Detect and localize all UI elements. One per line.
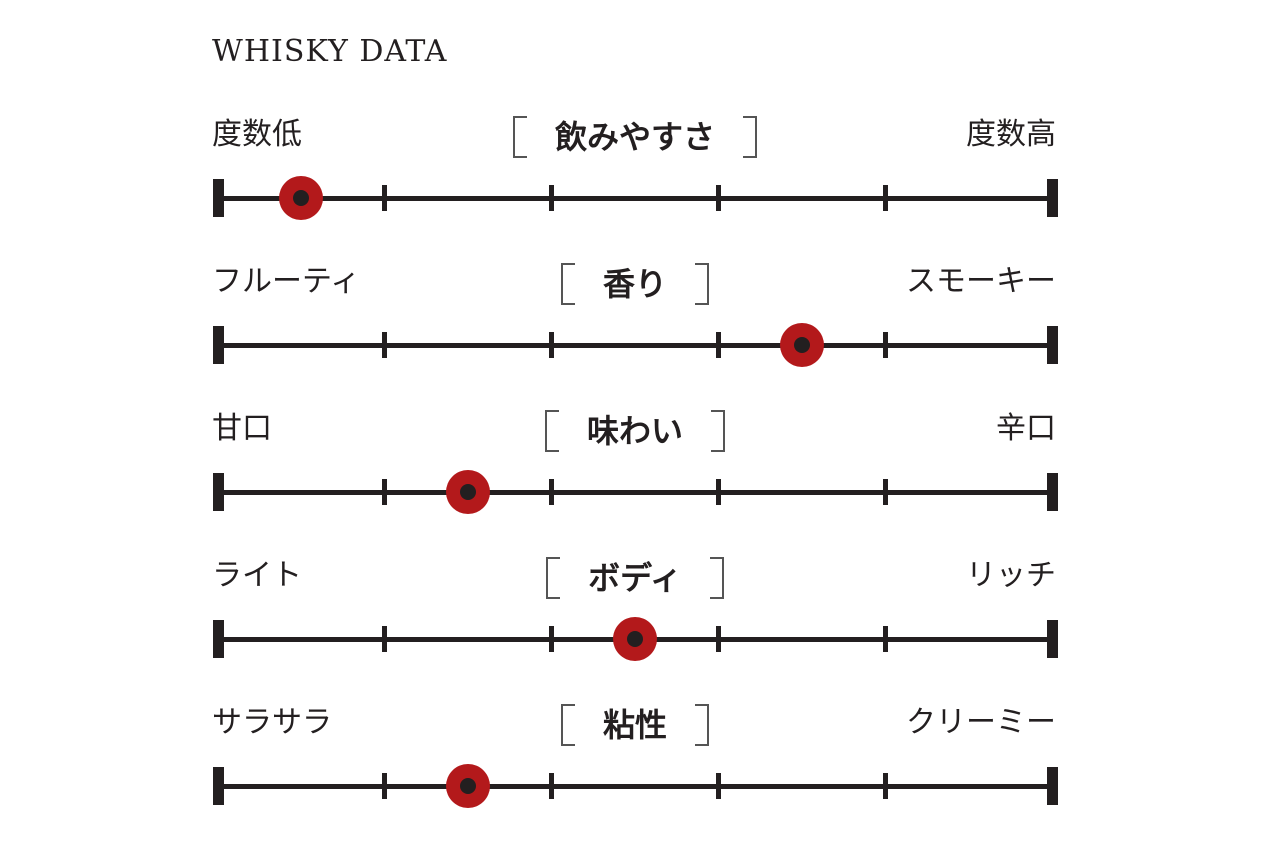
scale-category-label: ボディ: [588, 559, 682, 597]
value-marker: [446, 470, 491, 514]
value-marker: [613, 617, 657, 661]
bracket-right: [711, 410, 725, 452]
chart-title: WHISKY DATA: [212, 34, 448, 69]
axis-tick: [715, 479, 721, 505]
axis-line: [218, 489, 1052, 495]
axis-tick: [382, 479, 388, 505]
scale-category: 香り: [218, 260, 1052, 306]
axis-tick: [715, 626, 721, 652]
bracket-left: [560, 263, 575, 305]
bracket-right: [743, 116, 757, 158]
bracket-left: [546, 557, 561, 599]
axis-end-cap: [212, 326, 224, 364]
value-marker: [446, 764, 491, 808]
axis-tick: [549, 479, 555, 505]
axis-tick: [882, 332, 888, 358]
axis-tick: [382, 773, 388, 799]
axis-tick: [715, 773, 721, 799]
scale-right-label: リッチ: [966, 558, 1056, 593]
axis-tick: [382, 332, 388, 358]
scale-category: ボディ: [218, 554, 1052, 600]
bracket-right: [695, 704, 709, 746]
scale-left-label: サラサラ: [212, 705, 332, 740]
axis-tick: [882, 626, 888, 652]
axis-end-cap: [1046, 620, 1058, 658]
value-marker: [279, 176, 324, 220]
value-marker: [779, 323, 824, 367]
scale-right-label: 辛口: [996, 411, 1056, 446]
axis-tick: [715, 185, 721, 211]
bracket-left: [544, 410, 559, 452]
scale-left-label: 度数低: [212, 117, 302, 152]
axis-tick: [882, 773, 888, 799]
axis-end-cap: [212, 473, 224, 511]
scale-category-label: 粘性: [602, 706, 667, 744]
axis-tick: [882, 479, 888, 505]
axis-end-cap: [1046, 473, 1058, 511]
axis-line: [218, 342, 1052, 348]
scale-category: 粘性: [218, 701, 1052, 747]
scale-right-label: クリーミー: [906, 705, 1056, 740]
scale-left-label: ライト: [212, 558, 302, 593]
axis-tick: [882, 185, 888, 211]
scale-right-label: 度数高: [966, 117, 1056, 152]
axis-end-cap: [1046, 179, 1058, 217]
scale-category: 味わい: [218, 407, 1052, 453]
axis-end-cap: [1046, 767, 1058, 805]
axis-tick: [549, 332, 555, 358]
axis-tick: [715, 332, 721, 358]
axis-line: [218, 783, 1052, 789]
axis-line: [218, 195, 1052, 201]
scale-category: 飲みやすさ: [218, 113, 1052, 159]
bracket-right: [695, 263, 709, 305]
axis-tick: [382, 185, 388, 211]
scale-category-label: 香り: [602, 265, 667, 303]
axis-tick: [549, 773, 555, 799]
axis-tick: [382, 626, 388, 652]
bracket-right: [709, 557, 724, 599]
axis-tick: [549, 185, 555, 211]
axis-end-cap: [1046, 326, 1058, 364]
scale-left-label: フルーティ: [212, 264, 361, 299]
axis-end-cap: [212, 767, 224, 805]
scale-category-label: 味わい: [586, 412, 683, 450]
scale-right-label: スモーキー: [906, 264, 1056, 299]
bracket-left: [560, 704, 575, 746]
axis-end-cap: [212, 179, 224, 217]
bracket-left: [512, 116, 527, 158]
axis-tick: [549, 626, 555, 652]
scale-left-label: 甘口: [212, 411, 272, 446]
scale-category-label: 飲みやすさ: [554, 118, 715, 156]
axis-end-cap: [212, 620, 224, 658]
